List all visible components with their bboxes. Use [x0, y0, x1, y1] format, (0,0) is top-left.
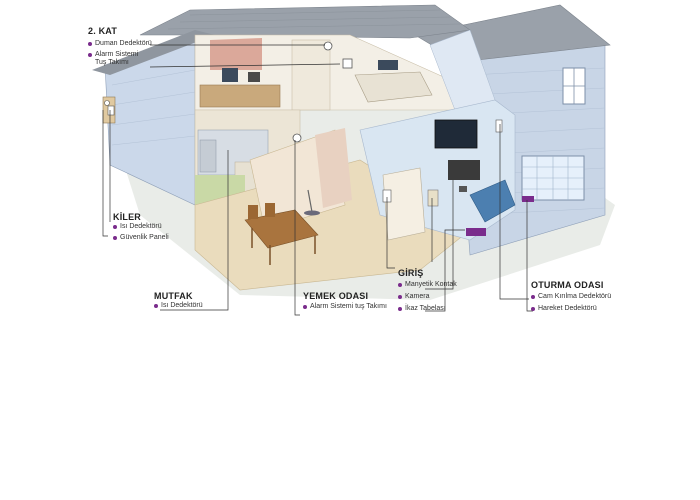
room-title-yemek-odasi: YEMEK ODASI [303, 291, 369, 301]
label-guvenlik-paneli: Güvenlik Paneli [113, 234, 169, 243]
keypad-icon [342, 58, 353, 69]
label-ikaz-tabelasi: İkaz Tabelası [398, 305, 446, 314]
tv [434, 119, 478, 149]
glass-break-detector-icon [495, 119, 503, 133]
label-mutfak-isi-dedektoru: Isı Dedektörü [154, 302, 203, 311]
label-kamera: Kamera [398, 293, 430, 302]
room-title-2-kat: 2. KAT [88, 26, 118, 36]
room-title-giris: GİRİŞ [398, 268, 424, 278]
magnetic-contact-icon [427, 189, 439, 207]
bed [354, 71, 433, 103]
bullet-icon [113, 236, 117, 240]
bullet-icon [88, 42, 92, 46]
label-tus-takimi: Tuş Takımı [95, 59, 129, 66]
smoke-detector-icon [323, 41, 333, 51]
bullet-icon [398, 307, 402, 311]
warning-sign-icon [466, 228, 486, 236]
bullet-icon [113, 225, 117, 229]
label-kiler-isi-dedektoru: Isı Dedektörü [113, 223, 162, 232]
pantry-heat-detector-icon [104, 100, 110, 106]
security-panel-icon [107, 105, 115, 116]
bullet-icon [398, 283, 402, 287]
label-hareket-dedektoru: Hareket Dedektörü [531, 305, 597, 314]
left-roof-edge [92, 30, 215, 75]
camera-icon [459, 186, 467, 192]
bullet-icon [531, 307, 535, 311]
label-manyetik-kontak: Manyetik Kontak [398, 281, 457, 290]
label-alarm-sistemi: Alarm Sistemi [88, 51, 138, 60]
entry-door [382, 167, 426, 241]
bullet-icon [88, 53, 92, 57]
upstairs-partition [291, 39, 331, 111]
bullet-icon [303, 305, 307, 309]
room-title-mutfak: MUTFAK [154, 291, 193, 301]
room-title-oturma-odasi: OTURMA ODASI [531, 280, 604, 290]
desk [199, 84, 281, 108]
vacuum-robot [304, 210, 320, 216]
kitchen-heat-detector-icon [292, 133, 302, 143]
motion-detector-icon [522, 196, 534, 202]
label-alarm-tus-takimi: Alarm Sistemi tuş Takımı [303, 303, 387, 312]
label-cam-kirilma-dedektoru: Cam Kırılma Dedektörü [531, 293, 611, 302]
monitor [222, 68, 238, 82]
sofa [469, 179, 516, 223]
room-title-kiler: KİLER [113, 212, 141, 222]
dining-table [244, 209, 319, 249]
label-duman-dedektoru: Duman Dedektörü [88, 40, 152, 49]
bullet-icon [531, 295, 535, 299]
red-accent-wall [210, 38, 262, 70]
bullet-icon [154, 304, 158, 308]
tv-stand [448, 160, 480, 180]
leader-lines [102, 44, 533, 316]
bullet-icon [398, 295, 402, 299]
